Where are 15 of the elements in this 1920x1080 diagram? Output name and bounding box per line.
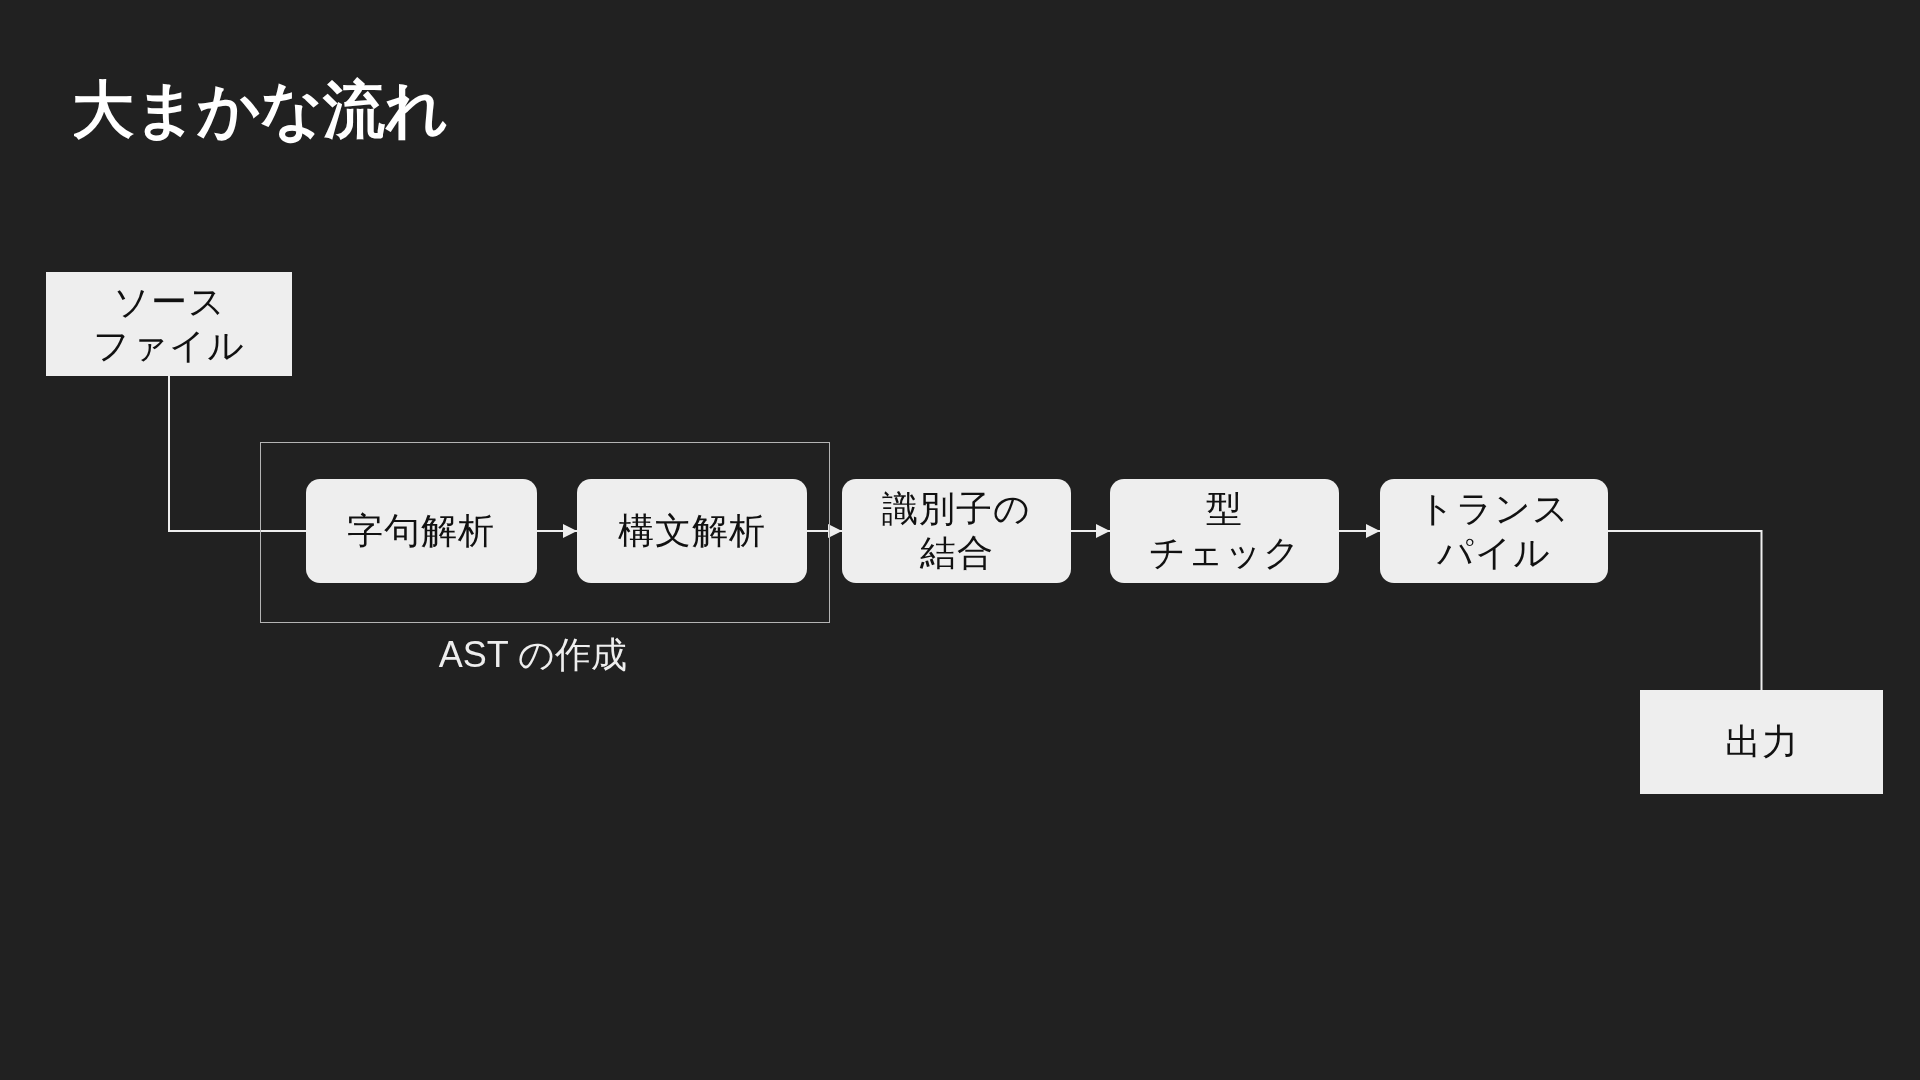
process-box: トランスパイル — [1380, 479, 1608, 583]
arrow — [1338, 524, 1381, 538]
connector-line — [1607, 530, 1763, 691]
data-box: 出力 — [1640, 690, 1883, 794]
arrow — [806, 524, 843, 538]
process-box: 字句解析 — [305, 478, 537, 583]
connector-line — [168, 375, 307, 532]
process-box: 識別子の結合 — [842, 479, 1071, 583]
arrow — [536, 524, 578, 538]
arrow — [1070, 524, 1111, 538]
process-box: 構文解析 — [576, 478, 807, 583]
process-box: 型チェック — [1110, 479, 1339, 583]
data-box: ソースファイル — [46, 272, 292, 376]
title: 大まかな流れ — [72, 74, 448, 146]
group-label: AST の作成 — [438, 633, 628, 677]
